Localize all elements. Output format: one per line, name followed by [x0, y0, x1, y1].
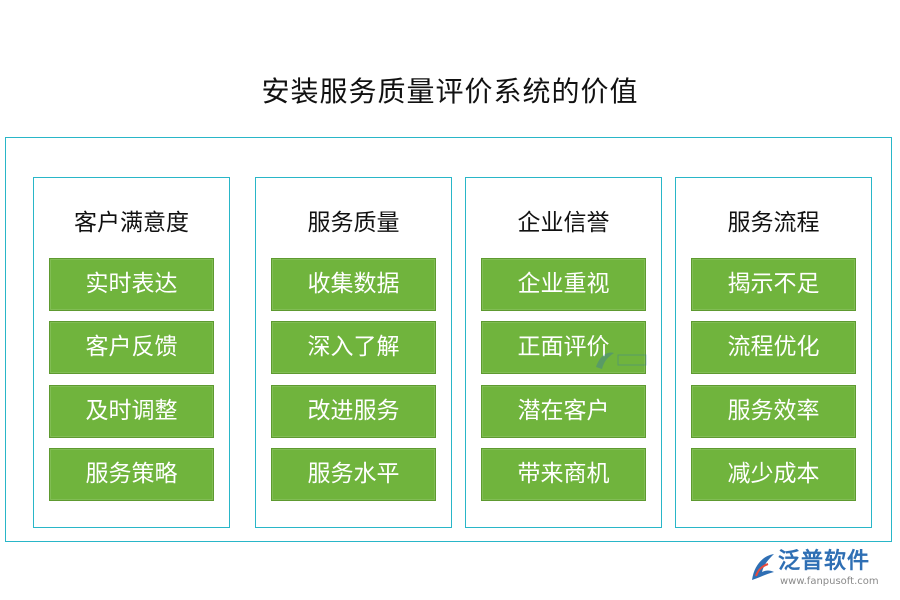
value-box: 正面评价 — [481, 321, 646, 374]
value-box: 带来商机 — [481, 448, 646, 501]
brand-logo: 泛普软件 www.fanpusoft.com — [748, 548, 888, 592]
logo-url: www.fanpusoft.com — [780, 576, 879, 587]
watermark-logo-icon — [596, 352, 647, 369]
logo-name: 泛普软件 — [778, 549, 871, 574]
value-box: 改进服务 — [271, 385, 436, 438]
value-box: 及时调整 — [49, 385, 214, 438]
column-heading: 企业信誉 — [517, 210, 610, 236]
column-enterprise-reputation: 企业信誉 企业重视 正面评价 潜在客户 带来商机 — [465, 177, 662, 528]
value-box: 客户反馈 — [49, 321, 214, 374]
value-box: 收集数据 — [271, 258, 436, 311]
value-box: 流程优化 — [691, 321, 856, 374]
value-box: 服务水平 — [271, 448, 436, 501]
column-customer-satisfaction: 客户满意度 实时表达 客户反馈 及时调整 服务策略 — [33, 177, 230, 528]
value-box: 服务效率 — [691, 385, 856, 438]
value-box: 企业重视 — [481, 258, 646, 311]
column-heading: 服务质量 — [307, 210, 400, 236]
value-box: 深入了解 — [271, 321, 436, 374]
value-box: 潜在客户 — [481, 385, 646, 438]
column-heading: 客户满意度 — [74, 210, 189, 236]
value-box: 减少成本 — [691, 448, 856, 501]
value-box: 揭示不足 — [691, 258, 856, 311]
page-title: 安装服务质量评价系统的价值 — [261, 75, 639, 108]
column-heading: 服务流程 — [727, 210, 820, 236]
column-service-process: 服务流程 揭示不足 流程优化 服务效率 减少成本 — [675, 177, 872, 528]
column-service-quality: 服务质量 收集数据 深入了解 改进服务 服务水平 — [255, 177, 452, 528]
fanpu-logo-icon — [752, 554, 774, 580]
outer-frame — [5, 137, 892, 542]
value-box: 实时表达 — [49, 258, 214, 311]
value-box: 服务策略 — [49, 448, 214, 501]
